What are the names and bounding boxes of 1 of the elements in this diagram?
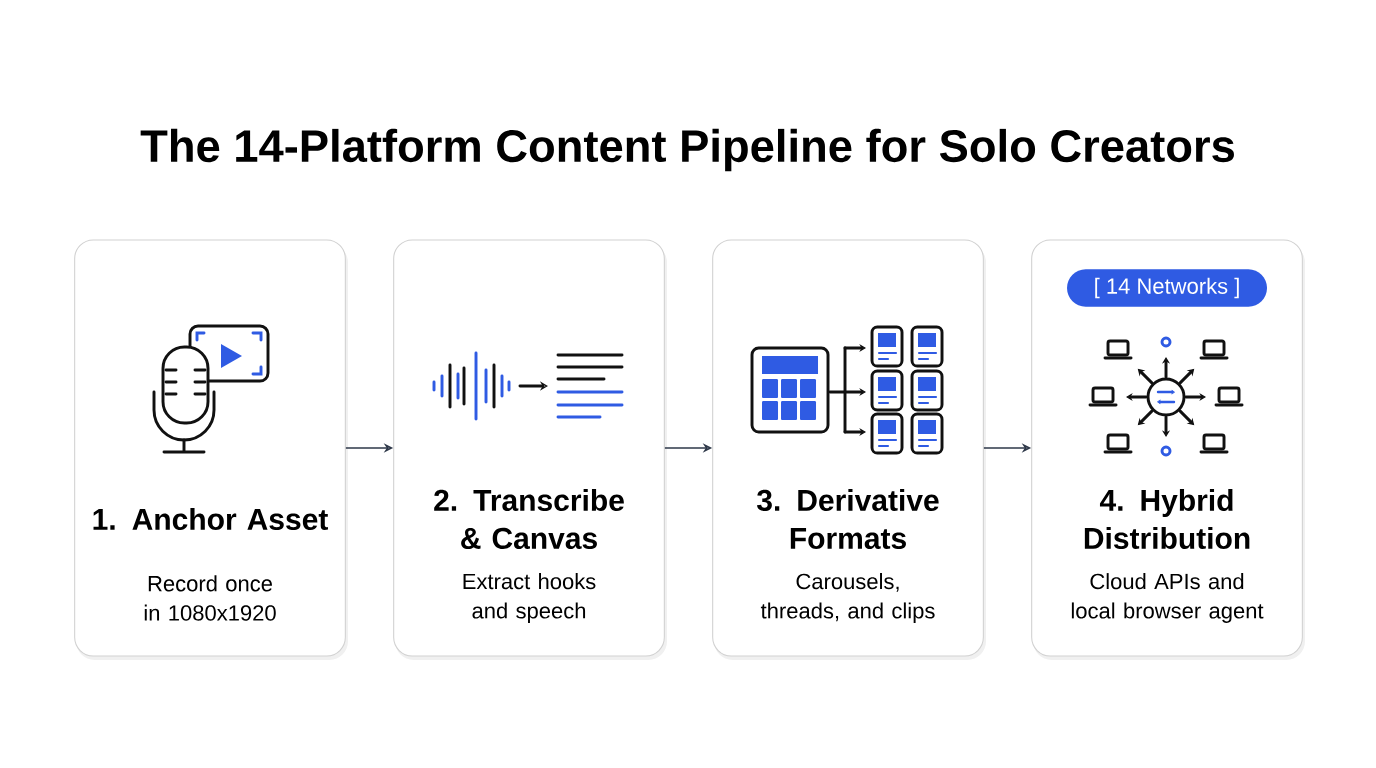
title: The 14-Platform Content Pipeline for Solo Creators — [140, 128, 1234, 172]
